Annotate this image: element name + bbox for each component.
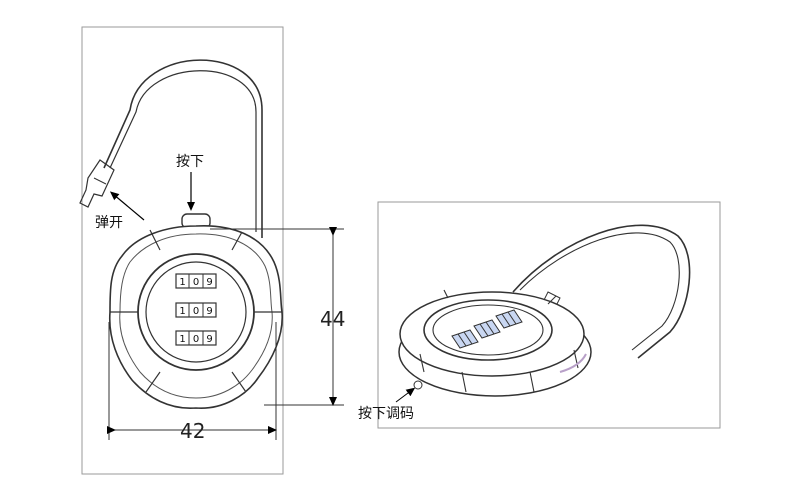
width-dimension (107, 322, 277, 440)
height-dimension (210, 227, 344, 406)
front-view-frame (81, 26, 284, 475)
dial-3-digit-1: 1 (179, 334, 185, 345)
height-dimension-value: 44 (320, 307, 345, 331)
persp-shading (559, 353, 587, 373)
dial-window-3: 1 0 9 (175, 330, 217, 346)
dial-window-2: 1 0 9 (175, 302, 217, 318)
shackle (103, 59, 263, 238)
body-segments (110, 229, 282, 393)
dial-1-digit-1: 1 (179, 277, 185, 288)
release-label: 弹开 (95, 215, 123, 231)
dial-1-digit-3: 9 (206, 277, 212, 288)
persp-reset-button (413, 380, 423, 390)
press-label: 按下 (176, 154, 204, 170)
shackle-tip-notch (93, 177, 107, 185)
dial-2-digit-1: 1 (179, 306, 185, 317)
persp-shackle-inner (519, 232, 680, 351)
reset-label: 按下调码 (358, 406, 414, 422)
perspective-view-frame (377, 201, 721, 429)
dial-3-digit-2: 0 (193, 334, 199, 345)
shackle-inner (109, 70, 257, 232)
lock-body-inner-ring (119, 233, 273, 399)
dial-1-digit-2: 0 (193, 277, 199, 288)
dial-window-1: 1 0 9 (175, 273, 217, 289)
shackle-tip (79, 159, 115, 208)
front-view: 1 0 9 1 0 9 1 0 9 按下 弹开 (79, 26, 345, 475)
reset-arrow (395, 387, 416, 403)
width-dimension-value: 42 (180, 419, 205, 443)
dial-2-digit-3: 9 (206, 306, 212, 317)
perspective-view: 按下调码 (358, 201, 721, 429)
persp-shackle (512, 224, 691, 359)
dial-3-digit-3: 9 (206, 334, 212, 345)
release-arrow (109, 191, 145, 221)
dial-2-digit-2: 0 (193, 306, 199, 317)
persp-dial-windows (451, 309, 523, 349)
